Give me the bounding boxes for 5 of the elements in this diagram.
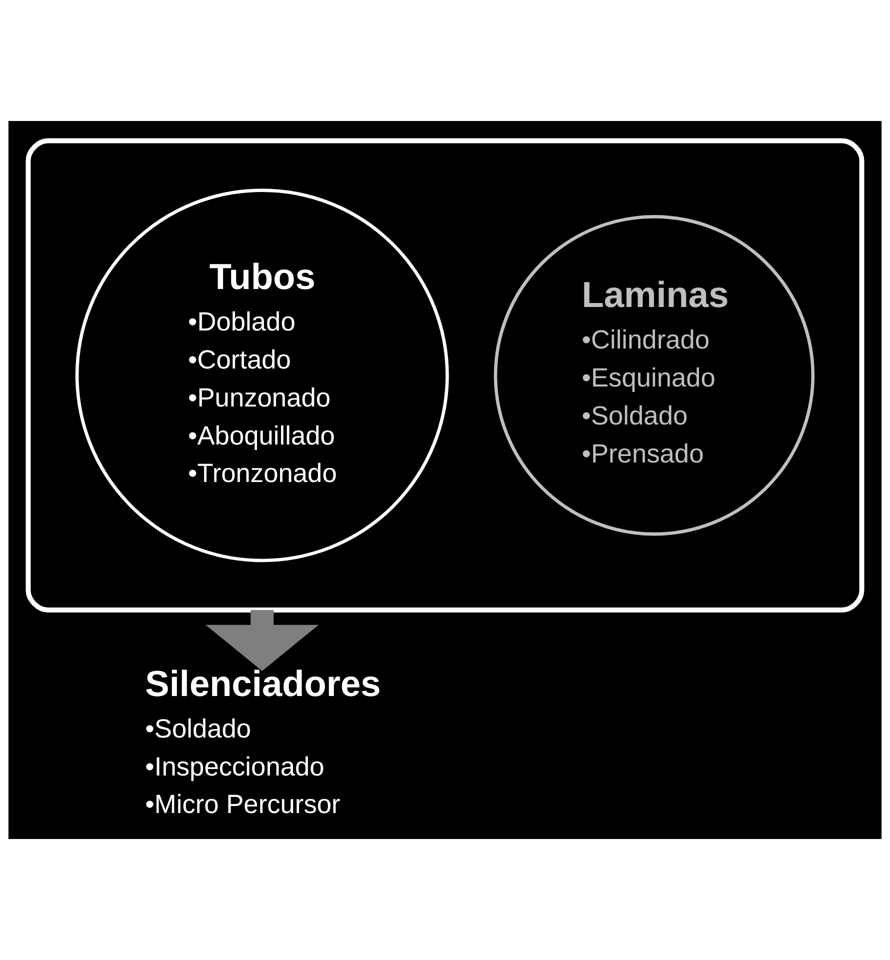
cluster (26, 138, 864, 612)
node-circle: Tubos •Doblado •Cortado •Punzonado •Aboquillado •Tronzonado (75, 188, 449, 562)
node-circle: Laminas •Cilindrado •Esquinado •Soldado •Prensado (494, 215, 815, 536)
node-text: Silenciadores •Soldado •Inspeccionado •Micro Percursor (145, 662, 381, 820)
arrow (206, 610, 319, 671)
